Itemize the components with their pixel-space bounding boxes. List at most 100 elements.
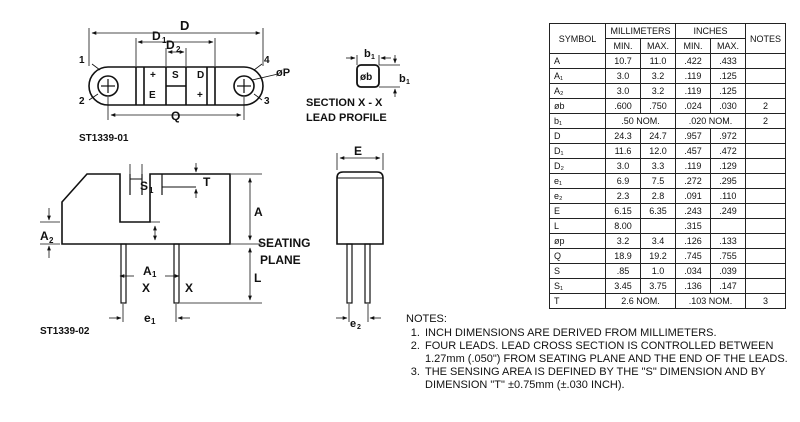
table-cell: .755 bbox=[710, 248, 746, 264]
table-cell: D₂ bbox=[549, 158, 606, 174]
header-notes: NOTES bbox=[745, 23, 786, 54]
table-cell: .433 bbox=[710, 53, 746, 69]
side-view-labels: S 1 T A A 2 A 1 L SEATING PLANE X X e 1 … bbox=[40, 175, 310, 337]
dim-L-label: L bbox=[254, 271, 261, 285]
table-cell: T bbox=[549, 293, 606, 309]
table-cell: .039 bbox=[710, 263, 746, 279]
table-cell: S bbox=[549, 263, 606, 279]
note-item: FOUR LEADS. LEAD CROSS SECTION IS CONTRO… bbox=[423, 340, 800, 366]
dim-T-label: T bbox=[203, 175, 211, 189]
table-cell: .024 bbox=[675, 98, 711, 114]
table-cell: A₁ bbox=[549, 68, 606, 84]
table-cell: D₁ bbox=[549, 143, 606, 159]
table-cell: 3.3 bbox=[640, 158, 676, 174]
mounting-hole-left bbox=[97, 75, 119, 97]
table-cell: 3.4 bbox=[640, 233, 676, 249]
table-cell bbox=[710, 218, 746, 234]
table-cell bbox=[745, 218, 786, 234]
table-cell bbox=[745, 128, 786, 144]
table-cell: 11.6 bbox=[605, 143, 641, 159]
end-view-outline bbox=[336, 171, 384, 245]
table-subheader-row: MIN. MAX. MIN. MAX. bbox=[550, 38, 786, 54]
side-view-id: ST1339-02 bbox=[40, 326, 90, 337]
table-cell bbox=[745, 248, 786, 264]
table-cell bbox=[640, 218, 676, 234]
table-cell: 3.2 bbox=[640, 68, 676, 84]
table-cell: 2.3 bbox=[605, 188, 641, 204]
section-b1-top-sub: 1 bbox=[371, 54, 375, 61]
dim-Q-label: Q bbox=[171, 109, 180, 123]
section-subtitle: LEAD PROFILE bbox=[306, 112, 387, 124]
table-cell: .147 bbox=[710, 278, 746, 294]
table-cell: 11.0 bbox=[640, 53, 676, 69]
table-cell: .295 bbox=[710, 173, 746, 189]
top-view-labels: D D 1 D 2 Q øP 1 2 3 4 + S D E + ST1339-… bbox=[79, 18, 290, 144]
dim-S1-sub: 1 bbox=[149, 186, 154, 195]
notes-list: INCH DIMENSIONS ARE DERIVED FROM MILLIME… bbox=[406, 327, 800, 392]
table-cell bbox=[745, 68, 786, 84]
dim-e2-label: e bbox=[350, 318, 356, 330]
dimension-table: SYMBOL MILLIMETERS INCHES NOTES MIN. MAX… bbox=[549, 23, 786, 309]
table-cell: .249 bbox=[710, 203, 746, 219]
dim-A-label: A bbox=[254, 205, 263, 219]
table-cell: .103 NOM. bbox=[675, 293, 746, 309]
section-b1-side-sub: 1 bbox=[406, 79, 410, 86]
table-cell: 3.2 bbox=[605, 233, 641, 249]
table-cell: .126 bbox=[675, 233, 711, 249]
dim-e1-sub: 1 bbox=[151, 317, 156, 326]
section-mark-x-right: X bbox=[185, 281, 193, 295]
table-cell: .030 bbox=[710, 98, 746, 114]
dim-e2-sub: 2 bbox=[357, 324, 361, 331]
table-cell: øp bbox=[549, 233, 606, 249]
table-cell: A₂ bbox=[549, 83, 606, 99]
table-cell: .119 bbox=[675, 68, 711, 84]
section-mark-x-left: X bbox=[142, 281, 150, 295]
table-cell: 3.75 bbox=[640, 278, 676, 294]
dim-D1-label: D bbox=[152, 29, 161, 43]
side-view bbox=[40, 163, 262, 322]
table-cell: 7.5 bbox=[640, 173, 676, 189]
header-inches: INCHES bbox=[675, 23, 746, 39]
header-in-max: MAX. bbox=[710, 38, 746, 54]
section-phib: øb bbox=[360, 72, 372, 83]
mark-E: E bbox=[149, 90, 156, 101]
header-millimeters: MILLIMETERS bbox=[605, 23, 676, 39]
top-view bbox=[88, 28, 279, 120]
table-cell: e₂ bbox=[549, 188, 606, 204]
table-cell: 3.0 bbox=[605, 158, 641, 174]
table-cell: 24.3 bbox=[605, 128, 641, 144]
section-title: SECTION X - X bbox=[306, 97, 383, 109]
dim-A2-sub: 2 bbox=[49, 236, 54, 245]
table-cell: .457 bbox=[675, 143, 711, 159]
dim-e1-label: e bbox=[144, 311, 151, 325]
mark-plus-right: + bbox=[197, 90, 203, 101]
top-view-id: ST1339-01 bbox=[79, 133, 129, 144]
table-cell: .129 bbox=[710, 158, 746, 174]
table-cell bbox=[745, 158, 786, 174]
dim-P-label: øP bbox=[276, 67, 290, 79]
table-cell: .972 bbox=[710, 128, 746, 144]
header-symbol: SYMBOL bbox=[549, 23, 606, 54]
table-cell bbox=[745, 278, 786, 294]
table-cell: .85 bbox=[605, 263, 641, 279]
table-cell: .119 bbox=[675, 158, 711, 174]
table-cell: 2 bbox=[745, 113, 786, 129]
table-cell: 19.2 bbox=[640, 248, 676, 264]
table-cell bbox=[745, 143, 786, 159]
section-b1-side: b bbox=[399, 73, 406, 85]
mark-D: D bbox=[197, 70, 204, 81]
table-cell: .243 bbox=[675, 203, 711, 219]
table-cell: E bbox=[549, 203, 606, 219]
table-header-row: SYMBOL MILLIMETERS INCHES NOTES bbox=[549, 23, 786, 54]
dim-D2-sub: 2 bbox=[176, 45, 181, 54]
table-cell: 6.9 bbox=[605, 173, 641, 189]
